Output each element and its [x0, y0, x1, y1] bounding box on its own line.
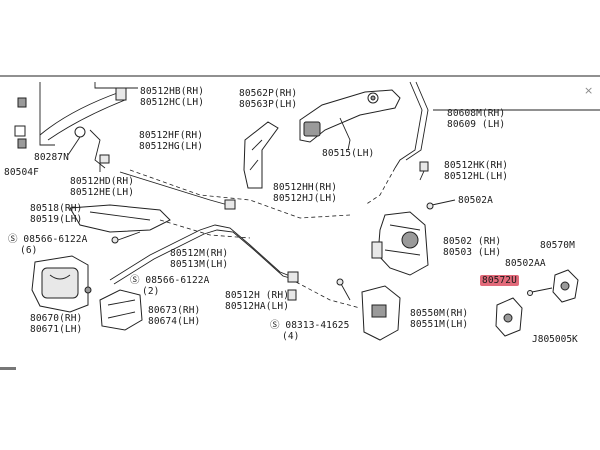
handle-cap — [303, 121, 321, 137]
clip-part — [14, 125, 26, 137]
part-number-rh: 80512HK(RH) — [444, 160, 509, 171]
label-80562p: 80562P(RH) 80563P(LH) — [239, 88, 297, 110]
80287n-clip — [74, 126, 86, 138]
rod-clip — [287, 271, 299, 283]
part-number-rh: 80512HF(RH) — [139, 130, 204, 141]
label-80502a: 80502A — [458, 195, 493, 206]
label-80550m: 80550M(RH) 80551M(LH) — [410, 308, 468, 330]
part-number-rh: 80512M(RH) — [170, 248, 229, 259]
80512h-clip — [287, 289, 297, 301]
part-number-lh: 80674(LH) — [148, 316, 201, 327]
label-08313: Ⓢ 08313-41625 (4) — [270, 320, 349, 342]
rod-clip — [115, 87, 127, 101]
80518-bracket — [69, 204, 171, 233]
diagram-reference-code: J805005K — [532, 334, 578, 345]
label-80570m: 80570M — [540, 240, 575, 251]
part-number-lh: 80512HL(LH) — [444, 171, 509, 182]
part-number: Ⓢ 08566-6122A — [8, 234, 88, 245]
80562p-plate — [243, 121, 279, 189]
label-80518: 80518(RH) 80519(LH) — [30, 203, 82, 225]
08313-screw — [336, 278, 344, 286]
actuator-motor — [371, 304, 387, 318]
part-number: 80502A — [458, 195, 493, 206]
clip-part — [17, 138, 27, 149]
label-80287n: 80287N — [34, 152, 69, 163]
label-80673: 80673(RH) 80674(LH) — [148, 305, 200, 327]
part-number-lh: 80512HE(LH) — [70, 187, 135, 198]
highlighted-part-number[interactable]: 80572U — [480, 275, 519, 286]
label-80512hd: 80512HD(RH) 80512HE(LH) — [70, 176, 134, 198]
close-icon[interactable]: × — [584, 84, 594, 97]
label-80512hh: 80512HH(RH) 80512HJ(LH) — [273, 182, 337, 204]
label-80608m: 80608M(RH) 80609 (LH) — [447, 108, 505, 130]
part-number-rh: 80518(RH) — [30, 203, 83, 214]
latch-ratchet — [401, 231, 419, 249]
label-80504f: 80504F — [4, 167, 39, 178]
cable-clip — [224, 199, 236, 210]
part-number: 80504F — [4, 167, 39, 178]
part-number-rh: 80670(RH) — [30, 313, 83, 324]
part-number-lh: 80512HA(LH) — [225, 301, 290, 312]
rod-end — [419, 161, 429, 172]
part-number-rh: 80502 (RH) — [443, 236, 502, 247]
label-08566b: Ⓢ 08566-6122A (2) — [130, 275, 209, 297]
part-number-lh: 80512HG(LH) — [139, 141, 204, 152]
part-number-lh: 80563P(LH) — [239, 99, 298, 110]
part-number: Ⓢ 08566-6122A — [130, 275, 210, 286]
part-number-lh: 80551M(LH) — [410, 319, 469, 330]
quantity: (6) — [20, 245, 38, 256]
80502aa-screw — [527, 290, 533, 296]
part-number: Ⓢ 08313-41625 — [270, 320, 350, 331]
label-80512hf: 80512HF(RH) 80512HG(LH) — [139, 130, 203, 152]
part-number-lh: 80513M(LH) — [170, 259, 229, 270]
quantity: (2) — [142, 286, 160, 297]
screw — [111, 236, 119, 244]
80673-escutcheon — [99, 289, 143, 331]
part-number-rh: 80673(RH) — [148, 305, 201, 316]
part-number: 80287N — [34, 152, 69, 163]
clip-part — [17, 97, 27, 108]
part-number: 80502AA — [505, 258, 546, 269]
part-number-lh: 80671(LH) — [30, 324, 83, 335]
label-80512hk: 80512HK(RH) 80512HL(LH) — [444, 160, 508, 182]
part-number-lh: 80503 (LH) — [443, 247, 502, 258]
part-number-rh: 80608M(RH) — [447, 108, 506, 119]
label-80670: 80670(RH) 80671(LH) — [30, 313, 82, 335]
part-number-lh: 80512HJ(LH) — [273, 193, 338, 204]
label-80512m: 80512M(RH) 80513M(LH) — [170, 248, 228, 270]
label-80502aa: 80502AA — [505, 258, 546, 269]
label-80512h: 80512H (RH) 80512HA(LH) — [225, 290, 289, 312]
quantity: (4) — [282, 331, 300, 342]
part-number-lh: 80519(LH) — [30, 214, 83, 225]
part-number-rh: 80512HB(RH) — [140, 86, 205, 97]
label-08566a: Ⓢ 08566-6122A (6) — [8, 234, 87, 256]
label-80515: 80515(LH) — [322, 148, 374, 159]
lock-connector — [371, 241, 383, 259]
part-number-lh: 80609 (LH) — [447, 119, 506, 130]
label-80512hb: 80512HB(RH) 80512HC(LH) — [140, 86, 204, 108]
part-number: 80570M — [540, 240, 575, 251]
part-number: 80515(LH) — [322, 148, 375, 159]
part-number-lh: 80512HC(LH) — [140, 97, 205, 108]
part-number-rh: 80512H (RH) — [225, 290, 290, 301]
handle-bezel — [41, 267, 79, 299]
label-80502: 80502 (RH) 80503 (LH) — [443, 236, 501, 258]
part-number-rh: 80550M(RH) — [410, 308, 469, 319]
bracket-part — [99, 154, 110, 164]
part-number-rh: 80562P(RH) — [239, 88, 298, 99]
part-number-rh: 80512HD(RH) — [70, 176, 135, 187]
label-80572u[interactable]: 80572U — [480, 275, 519, 286]
part-number-rh: 80512HH(RH) — [273, 182, 338, 193]
scroll-indicator[interactable] — [0, 367, 16, 370]
